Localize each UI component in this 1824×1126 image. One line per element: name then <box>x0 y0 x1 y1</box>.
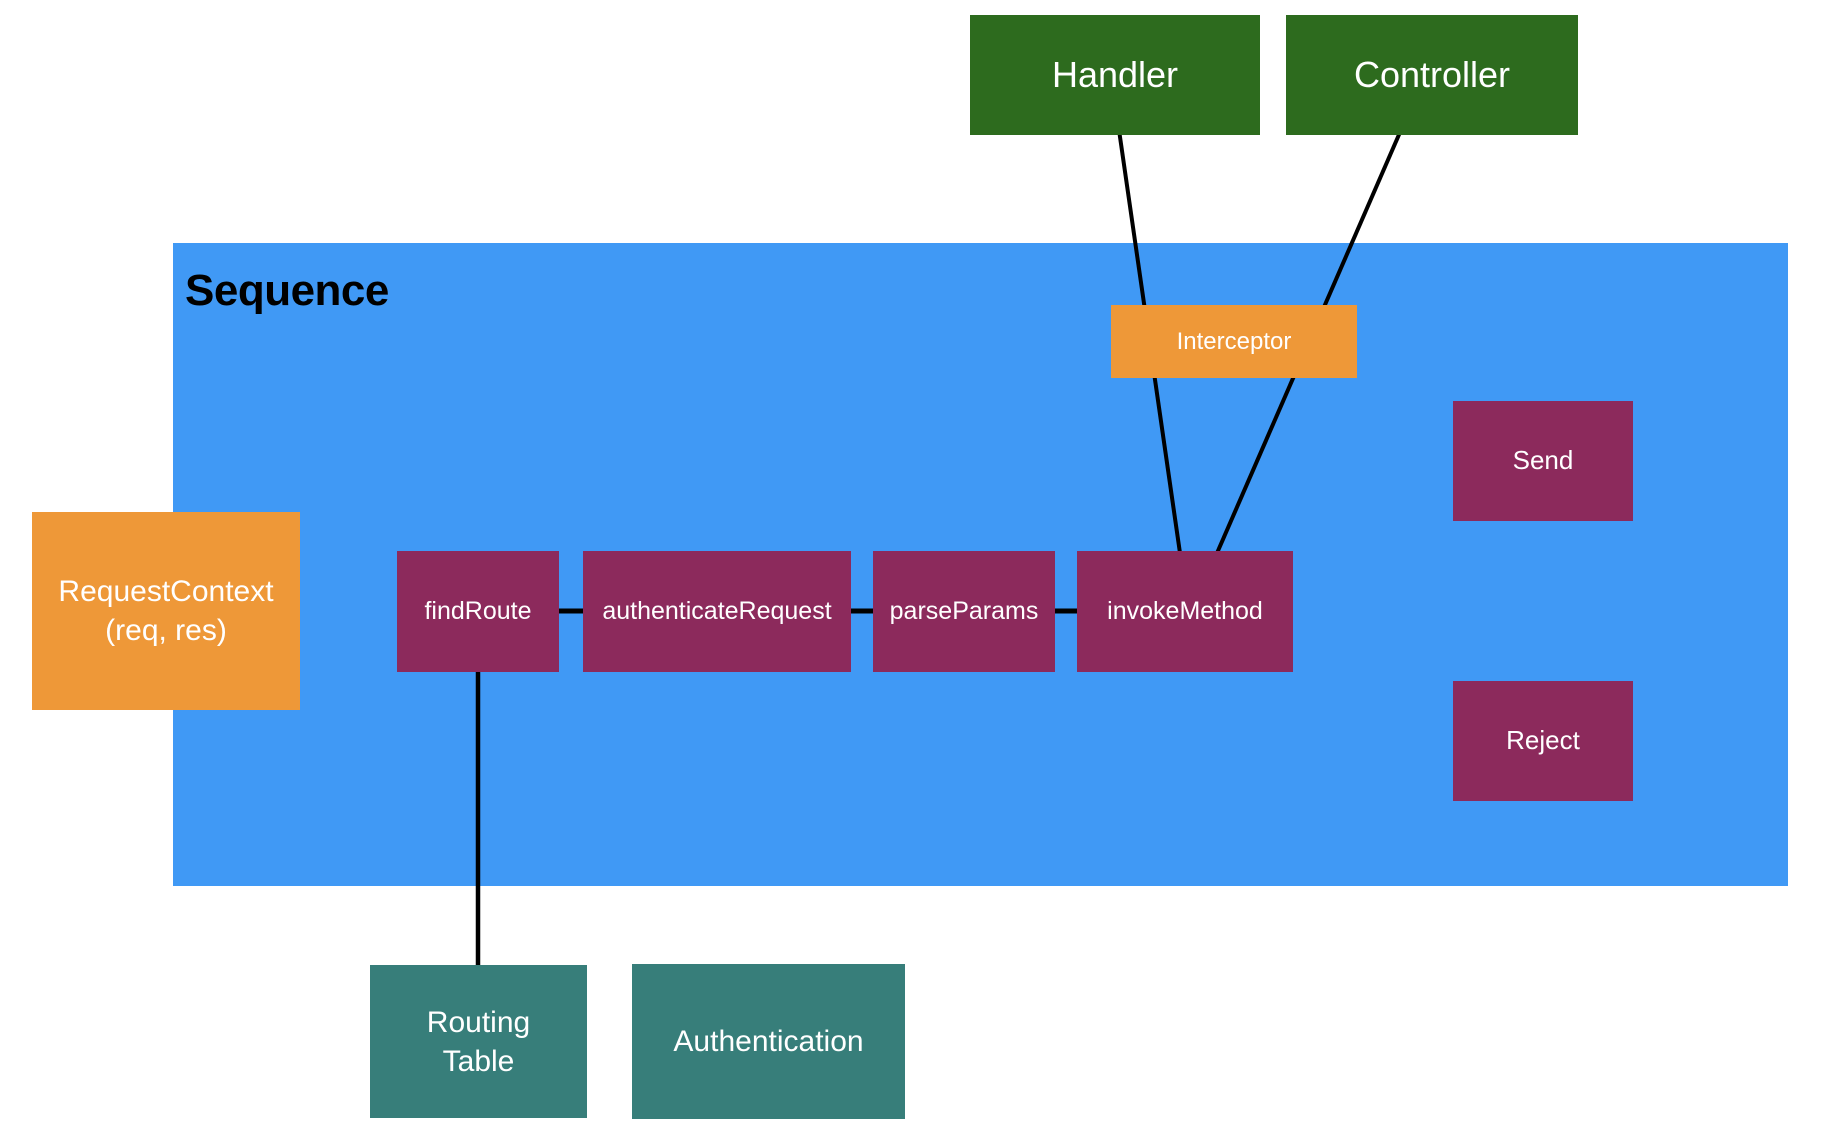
node-request-context-line1: RequestContext <box>58 575 274 608</box>
node-reject: Reject <box>1453 681 1633 801</box>
node-handler-label: Handler <box>1051 53 1179 95</box>
node-parse-params: parseParams <box>873 551 1055 672</box>
node-send-label: Send <box>1512 445 1574 476</box>
node-authenticate-request: authenticateRequest <box>583 551 851 672</box>
node-routing-table-line2: Table <box>442 1044 515 1078</box>
node-request-context-line2: (req, res) <box>105 614 227 647</box>
node-invoke-method: invokeMethod <box>1077 551 1293 672</box>
node-authentication: Authentication <box>632 964 905 1119</box>
sequence-title: Sequence <box>185 266 389 315</box>
node-routing-table-line1: Routing <box>426 1005 531 1039</box>
node-interceptor-label: Interceptor <box>1176 327 1292 355</box>
node-controller-label: Controller <box>1353 53 1511 95</box>
node-parse-params-label: parseParams <box>889 597 1039 626</box>
node-authenticate-request-label: authenticateRequest <box>602 597 832 626</box>
node-interceptor: Interceptor <box>1111 305 1357 378</box>
node-send: Send <box>1453 401 1633 521</box>
node-authentication-label: Authentication <box>673 1025 864 1058</box>
node-reject-label: Reject <box>1506 725 1580 756</box>
node-controller: Controller <box>1286 15 1578 135</box>
node-routing-table: Routing Table <box>370 965 587 1118</box>
node-request-context: RequestContext (req, res) <box>32 512 300 710</box>
node-handler: Handler <box>970 15 1260 135</box>
node-invoke-method-label: invokeMethod <box>1107 597 1263 626</box>
node-find-route-label: findRoute <box>424 597 532 626</box>
node-find-route: findRoute <box>397 551 559 672</box>
